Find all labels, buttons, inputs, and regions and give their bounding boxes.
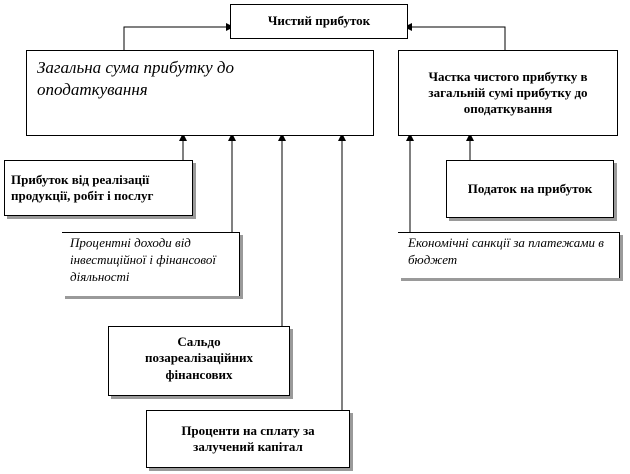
node-economic-sanctions-label: Економічні санкції за платежами в бюджет xyxy=(408,235,604,267)
node-non-operating-balance: Сальдо позареалізаційних фінансових xyxy=(108,326,290,396)
node-profit-tax: Податок на прибуток xyxy=(446,160,614,218)
node-interest-payments-label: Проценти на сплату за залучений капітал xyxy=(181,422,315,454)
node-net-profit-share: Частка чистого прибутку в загальній сумі… xyxy=(398,50,618,136)
node-net-profit: Чистий прибуток xyxy=(230,4,408,39)
node-profit-tax-label: Податок на прибуток xyxy=(467,180,593,196)
node-interest-payments: Проценти на сплату за залучений капітал xyxy=(146,410,350,468)
connector-total-to-net xyxy=(123,23,234,50)
node-interest-income-label: Процентні доходи від інвестиційної і фін… xyxy=(70,235,217,284)
node-total-profit-before-tax-label: Загальна сума прибутку до оподаткування xyxy=(37,58,235,100)
node-interest-income: Процентні доходи від інвестиційної і фін… xyxy=(62,232,240,296)
connector-share-to-net xyxy=(404,23,506,50)
node-net-profit-share-label: Частка чистого прибутку в загальній сумі… xyxy=(428,68,588,117)
node-sales-profit: Прибуток від реалізації продукції, робіт… xyxy=(4,160,193,216)
node-total-profit-before-tax: Загальна сума прибутку до оподаткування xyxy=(26,50,374,136)
node-net-profit-label: Чистий прибуток xyxy=(267,13,371,29)
node-non-operating-balance-label: Сальдо позареалізаційних фінансових xyxy=(144,334,254,382)
node-economic-sanctions: Економічні санкції за платежами в бюджет xyxy=(398,232,620,278)
node-sales-profit-label: Прибуток від реалізації продукції, робіт… xyxy=(11,171,154,203)
